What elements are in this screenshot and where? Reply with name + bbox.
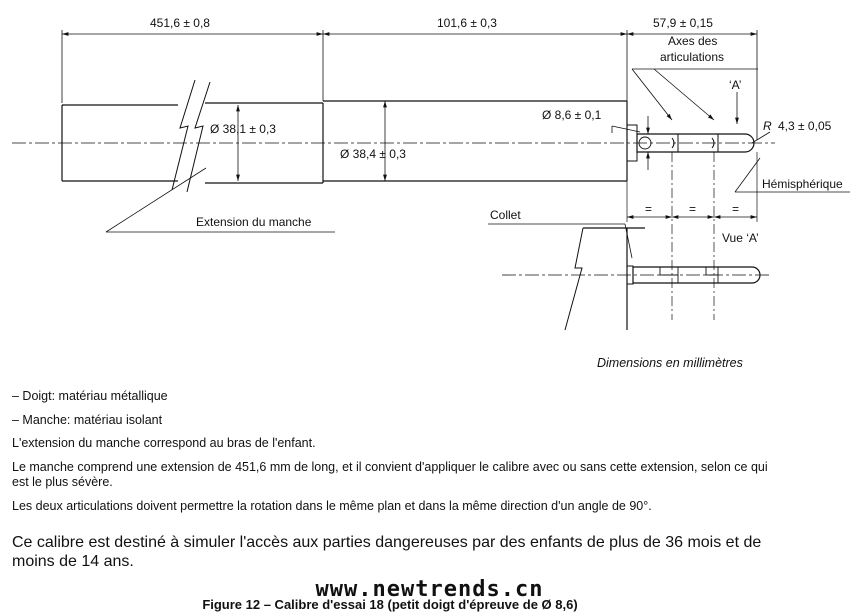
statement: Ce calibre est destiné à simuler l'accès… [12,534,762,570]
handle-body [322,100,628,183]
eq-1: = [645,202,652,216]
note-manche-extension: Le manche comprend une extension de 451,… [12,460,768,489]
dim-dia-outer: Ø 38,1 ± 0,3 [210,122,276,136]
eq-3: = [732,202,739,216]
dim-dia-mid: Ø 38,4 ± 0,3 [340,147,406,161]
handle-extension-body [61,79,323,193]
note-doigt: – Doigt: matériau métallique [12,389,168,403]
label-view-a: ‘A’ [729,78,741,92]
dim-dia-finger: Ø 8,6 ± 0,1 [542,108,602,122]
extension-leader [105,167,207,233]
eq-2: = [689,202,696,216]
label-collet: Collet [490,208,521,222]
label-axes-2: articulations [660,50,724,64]
label-extension: Extension du manche [196,215,312,229]
note-manche: – Manche: matériau isolant [12,413,163,427]
label-vue-a: Vue ‘A’ [722,231,759,245]
watermark: www.newtrends.cn [315,577,544,602]
dim-57: 57,9 ± 0,15 [653,16,713,30]
top-dimension-lines [61,30,758,140]
dim-radius-prefix: R [763,119,772,133]
note-articulations: Les deux articulations doivent permettre… [12,499,652,513]
label-axes-1: Axes des [668,34,717,48]
technical-drawing: 451,6 ± 0,8 101,6 ± 0,3 57,9 ± 0,15 Ø 38… [12,16,850,331]
figure-caption: Figure 12 – Calibre d'essai 18 (petit do… [202,597,578,612]
dim-101: 101,6 ± 0,3 [437,16,497,30]
test-finger [626,124,755,162]
view-a-drawing [502,227,770,331]
label-hemispherique: Hémisphérique [762,177,843,191]
units-note: Dimensions en millimètres [597,356,743,370]
note-extension: L'extension du manche correspond au bras… [12,436,316,450]
dim-451: 451,6 ± 0,8 [150,16,210,30]
dim-radius: 4,3 ± 0,05 [778,119,832,133]
